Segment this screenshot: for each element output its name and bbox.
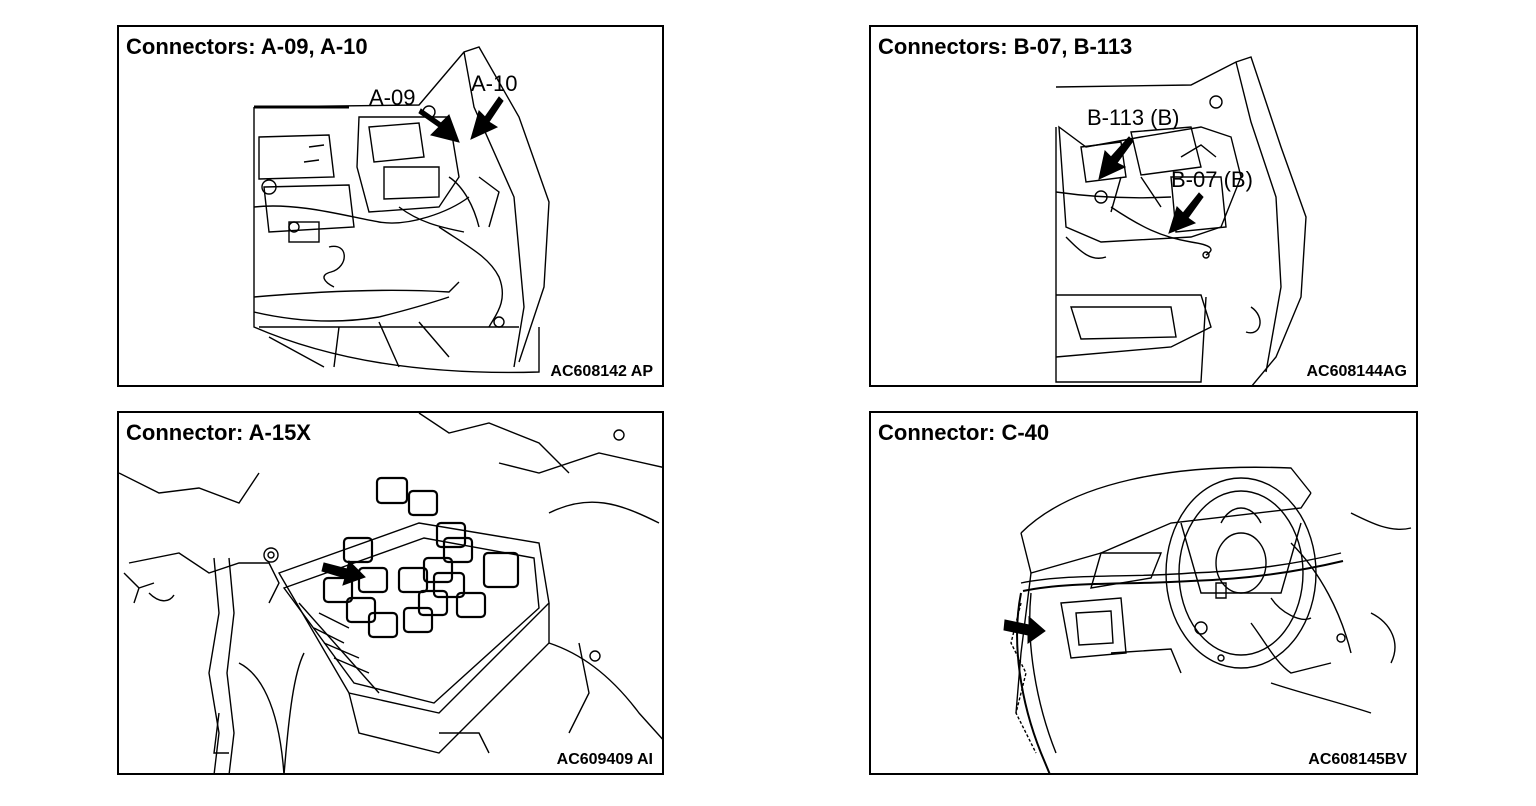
callout-a10: A-10 [471,71,518,96]
callout-a09: A-09 [369,85,416,110]
panel-title: Connector: A-15X [126,420,311,445]
figure-code: AC608144AG [1306,363,1408,380]
callout-b07: B-07 (B) [1171,167,1253,192]
panel-title: Connectors: A-09, A-10 [126,34,368,59]
arrow-icon [1003,615,1046,644]
panel-connector-c40: Connector: C-40 AC608145BV [869,411,1418,775]
panel-connectors-b07-b113: Connectors: B-07, B-113 B-113 (B) B-07 (… [869,25,1418,387]
engine-bay-illustration [1055,56,1307,385]
figure-code: AC608142 AP [550,363,653,380]
arrow-icon [1098,136,1204,234]
relay-box-illustration [119,413,662,773]
panel-title: Connectors: B-07, B-113 [878,34,1133,59]
figure-code: AC609409 AI [556,751,653,768]
arrow-icon [321,560,366,586]
engine-bay-illustration [253,46,550,374]
figure-code: AC608145BV [1308,751,1407,768]
panel-title: Connector: C-40 [878,420,1050,445]
panel-connector-a15x: Connector: A-15X [117,411,664,775]
arrow-icon [418,96,504,143]
dashboard-illustration [1010,466,1412,773]
panel-connectors-a09-a10: Connectors: A-09, A-10 A-09 A-10 [117,25,664,387]
callout-b113: B-113 (B) [1087,105,1180,130]
